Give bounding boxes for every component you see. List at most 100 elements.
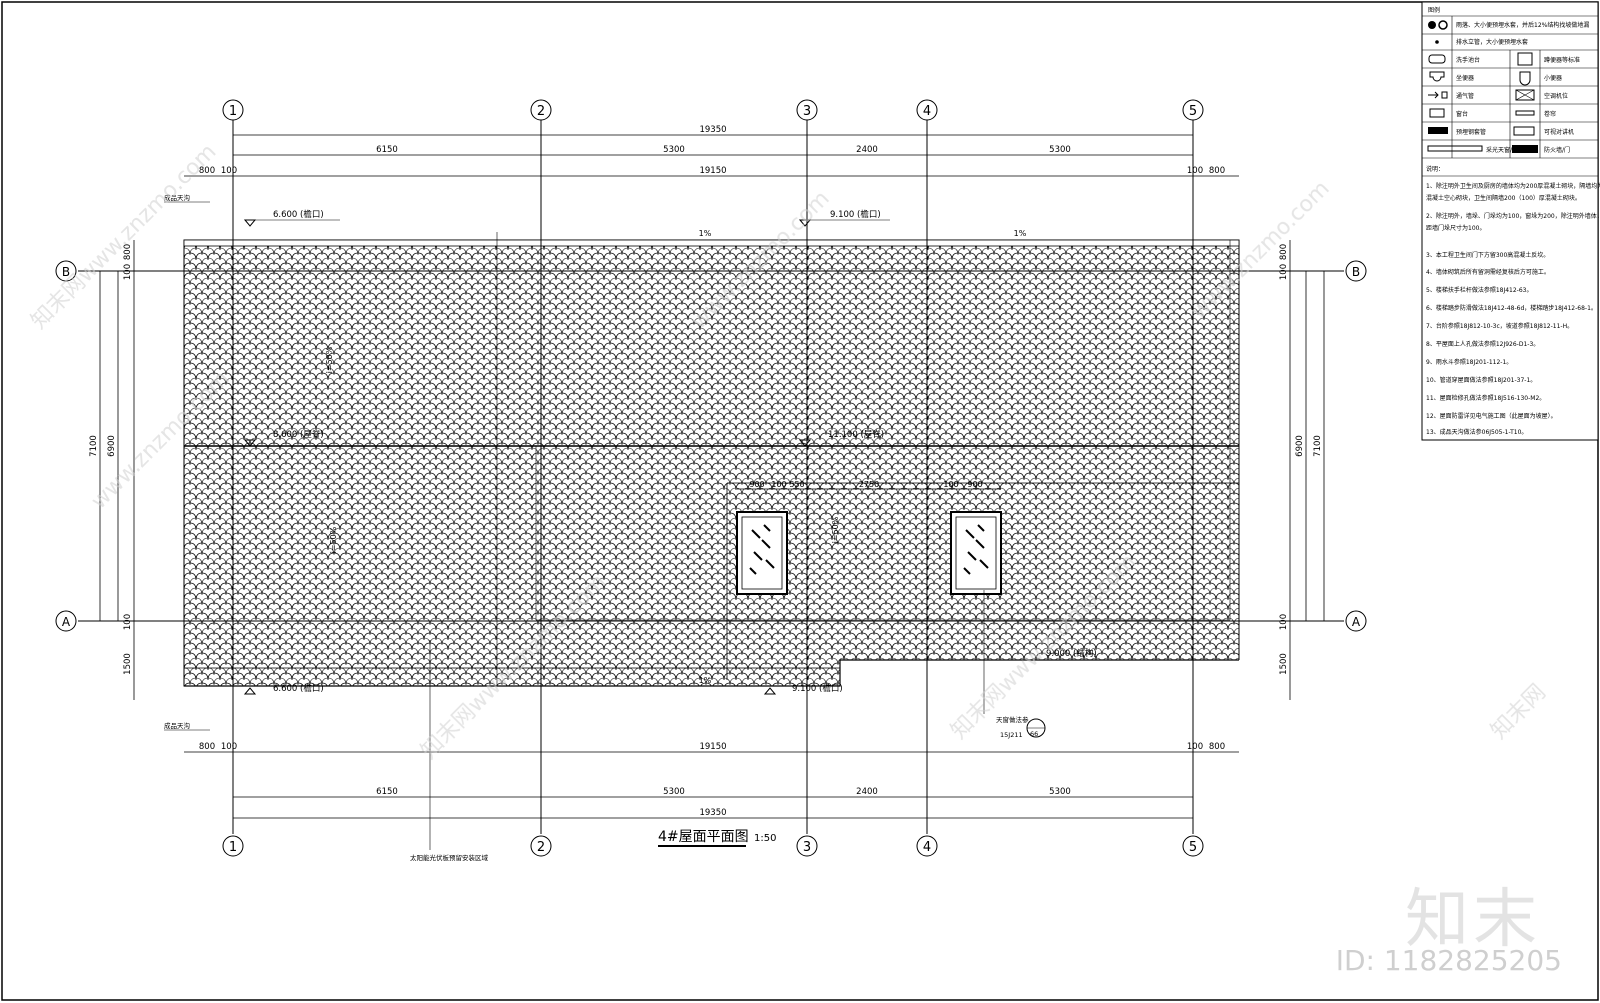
elev-eave-mid-top: 9.100 (檐口) — [830, 209, 881, 220]
black-bar-icon — [1512, 145, 1538, 153]
sky-dim-3: 550 — [789, 480, 804, 489]
note-13: 13、成品天沟做法参06J505-1-T10。 — [1426, 428, 1527, 436]
skylight-note: 天窗做法参 — [996, 715, 1029, 724]
legend-row-7-text: 预埋钢套管 — [1456, 128, 1486, 136]
axis-3-bottom: 3 — [803, 840, 811, 855]
dim-right-inner: 6900 — [1295, 435, 1305, 457]
legend-row-8-text2: 防火墙/门 — [1544, 146, 1570, 154]
dim-bottom-total: 19350 — [699, 808, 726, 818]
dim-left-top: 800 — [123, 244, 133, 260]
roof-label-lower-right: i=50% — [831, 516, 840, 543]
dim-left-small-bottom: 100 — [123, 614, 133, 630]
dim-top-bay-1: 6150 — [376, 145, 398, 155]
note-6: 6、楼梯踏步防滑做法18J412-48-6d，楼梯踏步18J412-68-1。 — [1426, 304, 1597, 312]
brand-watermark: 知末 — [1405, 883, 1541, 957]
dim-top-total: 19350 — [699, 125, 726, 135]
dim-right-top: 800 — [1279, 244, 1289, 260]
roof-label-upper: i=50% — [325, 346, 334, 373]
rd-icon — [1513, 126, 1535, 136]
note-8: 8、平屋面上人孔做法参照12J926-D1-3。 — [1426, 340, 1539, 348]
axis-bubbles-side: B A B A — [55, 260, 1367, 632]
axis-a-left: A — [62, 615, 71, 629]
note-1b: 混凝土空心砌块，卫生间隔墙200（100）厚混凝土砌块。 — [1426, 194, 1581, 202]
axis-1-bottom: 1 — [229, 840, 237, 855]
axis-4-bottom: 4 — [923, 840, 931, 855]
dim-right-small-bottom: 100 — [1279, 614, 1289, 630]
dim-right-bottom: 1500 — [1279, 653, 1289, 675]
skylight-right — [950, 511, 1002, 595]
legend-row-2-text: 排水立管，大小便预埋水套 — [1456, 38, 1528, 46]
title-scale: 1:50 — [754, 833, 776, 844]
note-4: 4、墙体砌筑后所有留洞需经复核后方可施工。 — [1426, 268, 1550, 276]
dim-top-right-eave: 800 — [1209, 166, 1225, 176]
skylight-ref: 15J211 — [1000, 731, 1023, 739]
toilet-icon — [1429, 71, 1445, 82]
slope-labels: 1% 1% 1% i=50% i=50% i=50% — [325, 229, 1027, 685]
axis-5-bottom: 5 — [1189, 840, 1197, 855]
open-bar-icon — [1427, 145, 1483, 152]
elev-ridge-left: 8.600 (屋脊) — [273, 429, 324, 440]
sky-dim-6: 900 — [967, 480, 982, 489]
dim-top-right-small: 100 — [1187, 166, 1203, 176]
elev-ridge-right: 11.100 (屋脊) — [828, 429, 884, 440]
legend-row-6-text: 窗台 — [1456, 110, 1468, 118]
axis-bubbles-bottom: 1 2 3 4 5 — [222, 835, 1204, 857]
title-text: 4#屋面平面图 — [658, 829, 749, 845]
axis-5-top: 5 — [1189, 104, 1197, 119]
legend-row-4-text: 坐便器 — [1456, 74, 1474, 82]
dim-bottom-right-eave: 800 — [1209, 742, 1225, 752]
legend-row-6-text2: 卷帘 — [1544, 110, 1556, 118]
dim-top-bay-3: 2400 — [856, 145, 878, 155]
dim-top-inner: 19150 — [699, 166, 726, 176]
dim-top-bay-2: 5300 — [663, 145, 685, 155]
sky-dim-5: 100 — [943, 480, 958, 489]
watermark-7: 知末网 — [1487, 680, 1551, 744]
ac-icon — [1515, 89, 1535, 101]
legend-table: 图例 雨落、大小便预埋水套，并后12%结构找坡做地漏 排水立管，大小便预埋水套 … — [1421, 1, 1600, 441]
axis-b-right: B — [1352, 265, 1360, 279]
gutter-bottom-note: 成品天沟 — [164, 721, 190, 730]
axis-1-top: 1 — [229, 104, 237, 119]
line-icon — [1515, 110, 1535, 116]
note-1: 1、除注明外卫生间及厨房的墙体均为200厚混凝土砌块，隔墙均为200（100）厚 — [1426, 182, 1600, 190]
box-icon — [1429, 108, 1445, 118]
dim-top-left-eave: 800 — [199, 166, 215, 176]
dim-bottom-left-small: 100 — [221, 742, 237, 752]
skylight-dimensions: 900 100 550 2750 100 900 — [737, 480, 1001, 490]
dimensions-bottom: 19150 800 100 100 800 6150 5300 2400 530… — [184, 742, 1239, 819]
notes-header: 说明： — [1426, 165, 1444, 173]
dim-top-bay-4: 5300 — [1049, 145, 1071, 155]
note-12: 12、屋面防雷详见电气施工图（此屋面为坡屋）。 — [1426, 412, 1557, 420]
legend-header: 图例 — [1428, 6, 1440, 14]
legend-row-4-text2: 小便器 — [1544, 74, 1562, 82]
dim-right-outer: 7100 — [1313, 435, 1323, 457]
roof-label-lower-left: i=50% — [329, 526, 338, 553]
solar-note: 太阳能光伏板预留安装区域 — [410, 853, 489, 862]
slope-top-right: 1% — [1014, 229, 1027, 238]
legend-row-3-text: 洗手池台 — [1456, 56, 1480, 64]
axis-b-left: B — [62, 265, 70, 279]
basin-icon — [1428, 54, 1446, 64]
elev-eave-mid-bottom: 9.100 (檐口) — [792, 683, 843, 694]
dim-top-left-small: 100 — [221, 166, 237, 176]
elev-lower-roof: 9.000 (结构) — [1046, 648, 1097, 659]
image-id-watermark: ID: 1182825205 — [1335, 944, 1562, 977]
roof-tiles — [183, 232, 1242, 690]
axis-2-bottom: 2 — [537, 840, 545, 855]
gutter-top-note: 成品天沟 — [164, 193, 190, 202]
note-9: 9、雨水斗参照18J201-112-1。 — [1426, 358, 1512, 366]
elevation-marks: 6.600 (檐口) 9.100 (檐口) 8.600 (屋脊) 11.100 … — [243, 209, 1097, 695]
dim-bottom-left-eave: 800 — [199, 742, 215, 752]
dim-bottom-inner: 19150 — [699, 742, 726, 752]
dim-bottom-bay-3: 2400 — [856, 787, 878, 797]
plan-notes: 成品天沟 成品天沟 太阳能光伏板预留安装区域 天窗做法参 15J211 66 — [164, 193, 1046, 862]
sky-dim-2: 100 — [771, 480, 786, 489]
note-11: 11、屋面检修孔做法参照18J516-130-M2。 — [1426, 394, 1545, 402]
dim-left-outer: 7100 — [89, 435, 99, 457]
note-3: 3、本工程卫生间门下方留300高混凝土反坎。 — [1426, 251, 1549, 259]
slope-bottom: 1% — [699, 676, 712, 685]
skylight-detail: 66 — [1030, 730, 1038, 738]
note-5: 5、楼梯扶手栏杆做法参照18J412-63。 — [1426, 286, 1532, 294]
